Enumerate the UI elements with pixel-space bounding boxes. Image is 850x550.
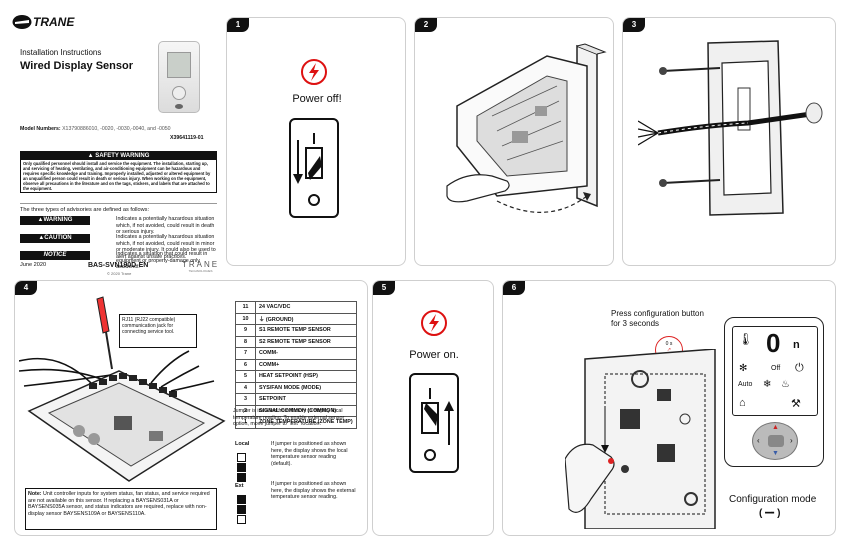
safety-text: Only qualified personnel should install …	[23, 161, 211, 191]
divider	[20, 203, 217, 204]
step-number: 3	[623, 18, 645, 32]
configuration-mode-label: Configuration mode	[729, 494, 817, 505]
jumper-ext-icon	[237, 495, 248, 525]
light-switch-on-icon	[409, 373, 459, 473]
warning-triangle-icon: ▲	[87, 153, 94, 159]
caution-triangle-icon: ▲	[38, 235, 45, 241]
press-instruction: Press configuration button for 3 seconds	[611, 309, 704, 328]
local-label: Local	[235, 441, 250, 447]
home-icon: ⌂	[739, 397, 746, 409]
nav-pad[interactable]: ▲ ▼ ‹ ›	[752, 422, 798, 460]
step-number: 5	[373, 281, 395, 295]
auto-label: Auto	[738, 381, 753, 388]
flame-icon: ♨	[781, 379, 790, 390]
ext-text: If jumper is positioned as shown here, t…	[271, 481, 356, 501]
display-small-digit: n	[793, 339, 800, 351]
up-button[interactable]: ▲	[772, 424, 779, 431]
wrench-icon: ⚒	[791, 398, 801, 410]
snowflake-icon: ❄	[763, 379, 772, 390]
off-label: Off	[771, 365, 781, 372]
trane-logo-mark-icon	[12, 15, 32, 29]
step-number: 4	[15, 281, 37, 295]
note-box: Note: Unit controller inputs for system …	[25, 488, 217, 530]
trane-logo: TRANE	[12, 14, 74, 30]
backplate-mounting-illustration	[638, 40, 823, 216]
electric-hazard-icon	[301, 59, 327, 85]
power-off-caption: Power off!	[292, 93, 342, 105]
timer-hand-icon: ↗	[666, 347, 672, 353]
down-button[interactable]: ▼	[772, 450, 779, 457]
jumper-local-icon	[237, 453, 248, 483]
advisory-warning: ▲WARNING Indicates a potentially hazardo…	[20, 216, 217, 235]
configuration-wrench-symbol: ( ━╸)	[759, 508, 781, 519]
power-on-caption: Power on.	[409, 349, 459, 361]
sensor-opening-illustration	[446, 43, 607, 213]
doc-date: June 2020	[20, 262, 47, 268]
center-button[interactable]	[768, 435, 784, 447]
advisories-intro: The three types of advisories are define…	[20, 207, 150, 213]
thermometer-icon: 🌡	[738, 332, 754, 346]
advisory-caution: ▲CAUTION Indicates a potentially hazardo…	[20, 234, 217, 260]
step-number: 1	[227, 18, 249, 32]
panel-step-6: 6 Press configuration button for 3 secon…	[502, 280, 836, 536]
jumper-text: Jumper is installed from factory to disp…	[233, 408, 345, 428]
terminal-row: 10⏚ (GROUND)	[235, 312, 357, 325]
fan-icon: ✻	[739, 363, 748, 374]
step-number: 6	[503, 281, 525, 295]
safety-warning-box: ▲ SAFETY WARNING Only qualified personne…	[20, 151, 217, 193]
doc-subtitle: Installation Instructions	[20, 48, 102, 57]
ground-icon: ⏚	[259, 316, 266, 323]
right-button[interactable]: ›	[790, 436, 793, 445]
lcd-screen: 🌡 0 n ✻ Off ⏻ Auto ❄ ♨ ⌂ ⚒	[732, 326, 818, 416]
power-icon: ⏻	[795, 362, 804, 374]
model-numbers: Model Numbers: X13790886010, -0020, -003…	[20, 126, 171, 132]
ext-label: Ext	[235, 483, 244, 489]
thermostat-image	[158, 41, 200, 113]
rj11-callout: RJ11 (RJ22 compatible) communication jac…	[119, 314, 197, 348]
safety-heading: SAFETY WARNING	[95, 153, 150, 159]
display-digit: 0	[766, 328, 781, 358]
doc-title: Wired Display Sensor	[20, 60, 133, 72]
left-button[interactable]: ‹	[757, 436, 760, 445]
circuit-board-wiring-illustration	[19, 296, 226, 482]
electric-hazard-icon	[421, 310, 447, 336]
display-sensor-front: 🌡 0 n ✻ Off ⏻ Auto ❄ ♨ ⌂ ⚒ ▲ ▼ ‹ ›	[724, 317, 824, 467]
panel-step-5: 5 Power on.	[372, 280, 494, 536]
panel-step-3: 3	[622, 17, 836, 266]
brand-name: TRANE	[33, 15, 75, 29]
light-switch-off-icon	[289, 118, 339, 218]
copyright: © 2020 Trane	[107, 271, 132, 276]
doc-number: BAS-SVN190D-EN	[88, 262, 149, 269]
cover-page: TRANE Installation Instructions Wired Di…	[12, 8, 217, 276]
panel-step-4: 4 RJ11 (RJ22 compatible) communication	[14, 280, 368, 536]
warning-triangle-icon: ▲	[37, 217, 44, 223]
advisory-notice: NOTICE Indicates a situation that could …	[20, 251, 217, 270]
panel-step-2: 2	[414, 17, 614, 266]
step-number: 2	[415, 18, 437, 32]
panel-step-1: 1 Power off!	[226, 17, 406, 266]
local-text: If jumper is positioned as shown here, t…	[271, 441, 348, 467]
footer-brand: TRANE TECHNOLOGIES	[182, 260, 220, 273]
board-press-illustration	[565, 349, 716, 529]
part-number: X39641119-01	[170, 135, 204, 141]
